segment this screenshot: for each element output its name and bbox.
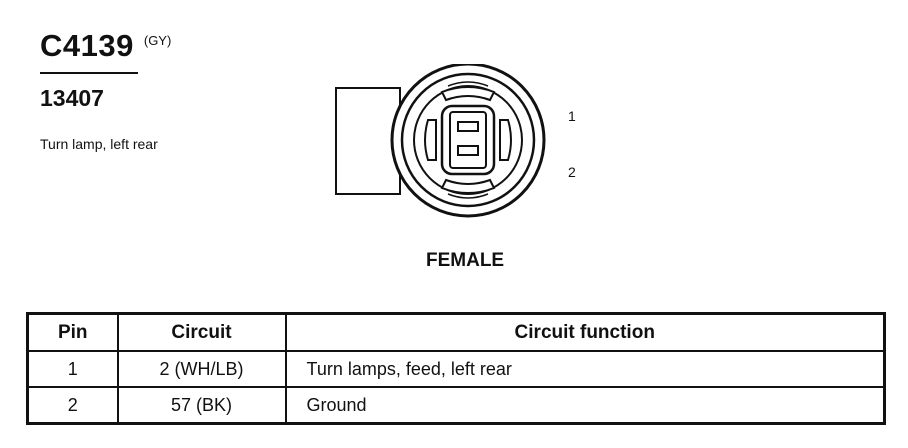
table-row: 1 2 (WH/LB) Turn lamps, feed, left rear — [26, 350, 886, 388]
header-pin: Pin — [26, 312, 119, 352]
title-row: C4139 (GY) — [40, 30, 171, 61]
pin-cell: 1 — [26, 350, 119, 388]
pin-cell: 2 — [26, 386, 119, 425]
part-number: 13407 — [40, 85, 104, 111]
terminal-inner — [449, 111, 487, 169]
circuit-function-cell: Turn lamps, feed, left rear — [284, 350, 886, 388]
top-key-arc — [440, 86, 496, 102]
circuit-cell: 57 (BK) — [116, 386, 287, 425]
circuit-cell: 2 (WH/LB) — [116, 350, 287, 388]
bottom-key-arc — [440, 178, 496, 194]
connector-face-diagram — [335, 64, 546, 218]
pin-label-1: 1 — [568, 108, 576, 124]
bottom-key-arc-inner — [447, 193, 489, 199]
pin-2-cavity — [457, 145, 479, 156]
top-key-arc-inner — [447, 81, 489, 87]
right-lug — [499, 119, 512, 161]
connector-header: C4139 (GY) — [40, 30, 171, 61]
connector-color-code: (GY) — [143, 33, 172, 48]
connector-description: Turn lamp, left rear — [40, 136, 158, 152]
header-circuit: Circuit — [116, 312, 287, 352]
connector-id: C4139 — [40, 28, 134, 63]
pinout-table: Pin Circuit Circuit function 1 2 (WH/LB)… — [26, 312, 886, 425]
circuit-function-cell: Ground — [284, 386, 886, 425]
table-header-row: Pin Circuit Circuit function — [26, 312, 886, 352]
table-row: 2 57 (BK) Ground — [26, 386, 886, 425]
left-lug — [424, 119, 437, 161]
title-underline — [40, 72, 138, 74]
header-circuit-function: Circuit function — [284, 312, 886, 352]
pin-label-2: 2 — [568, 164, 576, 180]
connector-gender: FEMALE — [426, 250, 505, 271]
connector-housing-tab — [335, 87, 401, 195]
pin-1-cavity — [457, 121, 479, 132]
